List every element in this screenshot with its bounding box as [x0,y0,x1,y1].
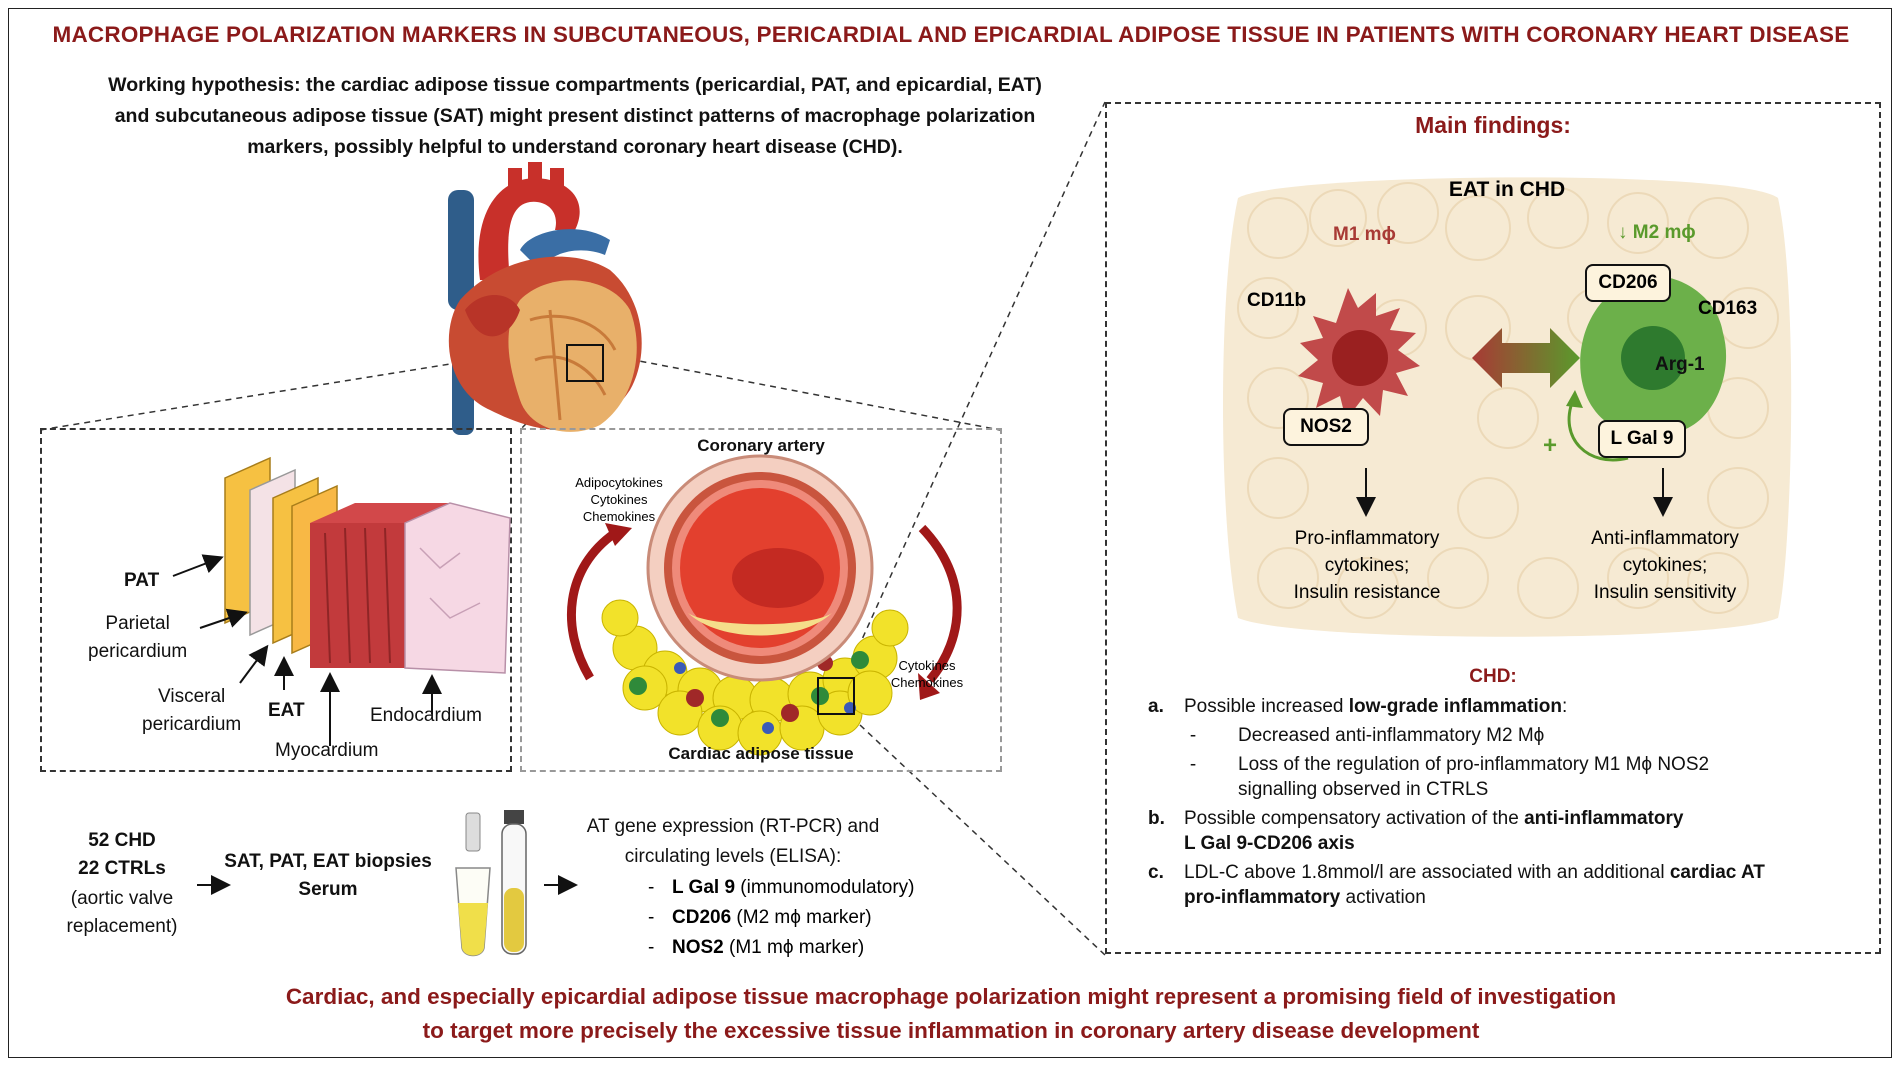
label-parietal-pericardium: Parietal pericardium [88,613,188,662]
chd-findings-list: a.Possible increased low-grade inflammat… [1148,694,1868,910]
main-findings-panel [1105,102,1881,954]
methods-expression: AT gene expression (RT-PCR) and circulat… [586,816,880,867]
methods-cohort: 52 CHD 22 CTRLs [52,827,192,883]
label-cytokines-chemokines: Cytokines Chemokines [890,658,964,690]
conclusion-line-2: to target more precisely the excessive t… [422,1018,1480,1043]
eat-in-chd-title: EAT in CHD [1448,178,1566,201]
label-coronary-artery: Coronary artery [697,436,825,455]
arrow-1 [197,875,231,895]
marker-item: -L Gal 9 (immunomodulatory) [648,877,915,898]
finding-a: a.Possible increased low-grade inflammat… [1148,696,1568,717]
finding-b-cont: L Gal 9-CD206 axis [1184,833,1355,854]
label-pat: PAT [124,570,160,591]
hypothesis-line-2: and subcutaneous adipose tissue (SAT) mi… [114,105,1036,127]
label-visceral-pericardium: Visceral pericardium [142,686,242,735]
label-arg1: Arg-1 [1655,354,1705,375]
finding-b: b.Possible compensatory activation of th… [1148,808,1684,829]
working-hypothesis: Working hypothesis: the cardiac adipose … [45,70,1105,163]
figure-title: MACROPHAGE POLARIZATION MARKERS IN SUBCU… [52,22,1850,47]
main-findings-header: Main findings: [1415,112,1571,138]
marker-box-nos2: NOS2 [1283,408,1369,446]
conclusion: Cardiac, and especially epicardial adipo… [0,980,1902,1048]
coronary-artery-panel [520,428,1002,772]
finding-a-sub-2b: signalling observed in CTRLS [1238,779,1489,800]
label-plus: + [1543,432,1558,459]
anti-inflammatory-text: Anti-inflammatory cytokines; Insulin sen… [1591,528,1739,603]
heart-illustration [448,162,642,435]
marker-item: -CD206 (M2 mϕ marker) [648,907,872,928]
hypothesis-line-1: Working hypothesis: the cardiac adipose … [108,74,1042,96]
samples-serum: Serum [298,879,358,900]
cohort-note: (aortic valve replacement) [66,888,178,937]
finding-c-cont: pro-inflammatory activation [1184,887,1426,908]
methods-samples: SAT, PAT, EAT biopsies Serum [218,848,438,904]
label-cd163: CD163 [1698,298,1758,319]
arrow-2 [544,875,578,895]
methods-markers-list: -L Gal 9 (immunomodulatory) -CD206 (M2 m… [648,873,978,963]
finding-c: c.LDL-C above 1.8mmol/l are associated w… [1148,862,1765,883]
samples-biopsies: SAT, PAT, EAT biopsies [224,851,432,872]
chd-header: CHD: [1469,666,1517,687]
tissue-layers-panel [40,428,512,772]
label-adipocytokines: Adipocytokines Cytokines Chemokines [575,475,663,524]
label-myocardium: Myocardium [275,740,379,761]
hypothesis-line-3: markers, possibly helpful to understand … [247,136,903,158]
sample-tubes-illustration [455,810,527,957]
label-m1: M1 mϕ [1333,224,1396,245]
label-eat: EAT [268,700,305,721]
conclusion-line-1: Cardiac, and especially epicardial adipo… [285,984,1617,1009]
marker-item: -NOS2 (M1 mϕ marker) [648,937,865,958]
label-endocardium: Endocardium [370,705,482,726]
finding-a-sub-1: -Decreased anti-inflammatory M2 Mϕ [1189,725,1545,746]
finding-a-sub-2: -Loss of the regulation of pro-inflammat… [1189,754,1710,775]
figure-frame [8,8,1892,1058]
artery-illustration [567,454,962,756]
marker-box-cd206: CD206 [1585,264,1671,302]
cohort-chd: 52 CHD [88,830,156,851]
label-cd11b: CD11b [1247,290,1307,311]
label-m2: ↓ M2 mϕ [1618,222,1696,243]
label-cardiac-adipose-tissue: Cardiac adipose tissue [668,744,854,763]
cohort-ctrls: 22 CTRLs [78,858,166,879]
pro-inflammatory-text: Pro-inflammatory cytokines; Insulin resi… [1293,528,1441,603]
tissue-layers-illustration [172,456,511,746]
marker-box-lgal9: L Gal 9 [1598,420,1686,458]
